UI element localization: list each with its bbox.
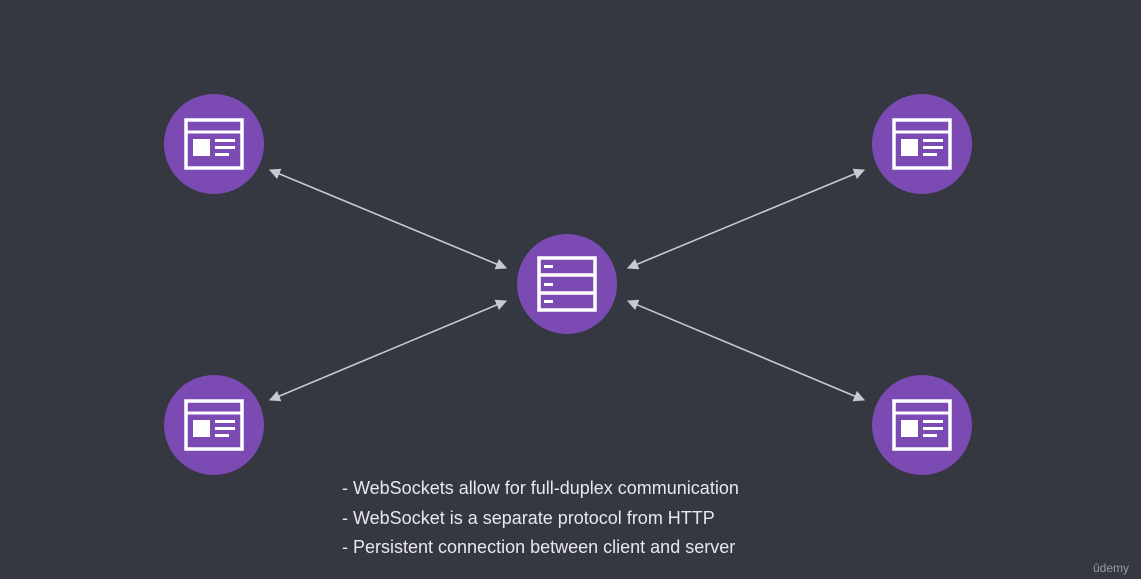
client-node-top-left: [164, 94, 264, 194]
client-node-bottom-right: [872, 375, 972, 475]
connection-arrow-top-left: [268, 168, 508, 270]
connection-arrow-bottom-right: [626, 299, 866, 402]
browser-window-icon: [892, 118, 952, 170]
connection-arrow-top-right: [626, 168, 866, 270]
browser-window-icon: [184, 118, 244, 170]
notes-list: - WebSockets allow for full-duplex commu…: [342, 474, 739, 563]
note-item: - Persistent connection between client a…: [342, 537, 736, 557]
note-item: - WebSocket is a separate protocol from …: [342, 507, 715, 528]
server-icon: [537, 256, 597, 312]
browser-window-icon: [184, 399, 244, 451]
browser-window-icon: [892, 399, 952, 451]
udemy-logo: ûdemy: [1092, 561, 1129, 575]
note-item: - WebSockets allow for full-duplex commu…: [342, 478, 739, 498]
client-node-bottom-left: [164, 375, 264, 475]
connection-arrow-bottom-left: [268, 299, 508, 402]
server-node: [517, 234, 617, 334]
client-node-top-right: [872, 94, 972, 194]
